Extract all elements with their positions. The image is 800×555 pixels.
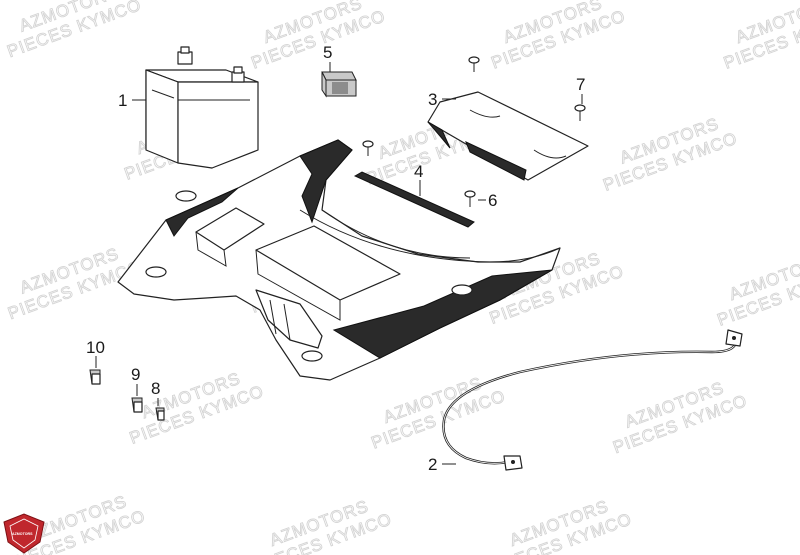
floor-lower-tunnel [255,289,323,349]
battery: 1 [118,46,259,169]
callout-1: 1 [118,91,127,110]
callout-2: 2 [428,455,437,474]
ground-cable: 2 [428,329,743,474]
battery-terminal-negative [177,51,193,65]
floor-panel [117,139,561,381]
floor-storage-well [255,225,401,301]
callout-3: 3 [428,90,437,109]
clip-8: 8 [151,379,165,421]
battery-right-face [177,81,259,169]
screw-center [362,140,374,156]
clip-10: 10 [86,338,105,385]
callout-8: 8 [151,379,160,398]
strip: 4 [353,162,475,228]
callout-10: 10 [86,338,105,357]
screw-7: 7 [574,75,586,121]
cover-plate [427,91,589,181]
clip-9: 9 [131,365,143,413]
callout-5: 5 [323,43,332,62]
callout-4: 4 [414,162,423,181]
battery-cover: 3 [427,90,589,181]
callout-7: 7 [576,75,585,94]
rubber-pad: 5 [321,43,357,98]
callout-6: 6 [488,191,497,210]
azmotors-logo: AZMOTORS [3,513,45,554]
callout-9: 9 [131,365,140,384]
logo-text: AZMOTORS [12,532,33,536]
screw-6: 6 [464,190,497,210]
battery-left-face [145,69,179,164]
screw-top [468,56,480,72]
